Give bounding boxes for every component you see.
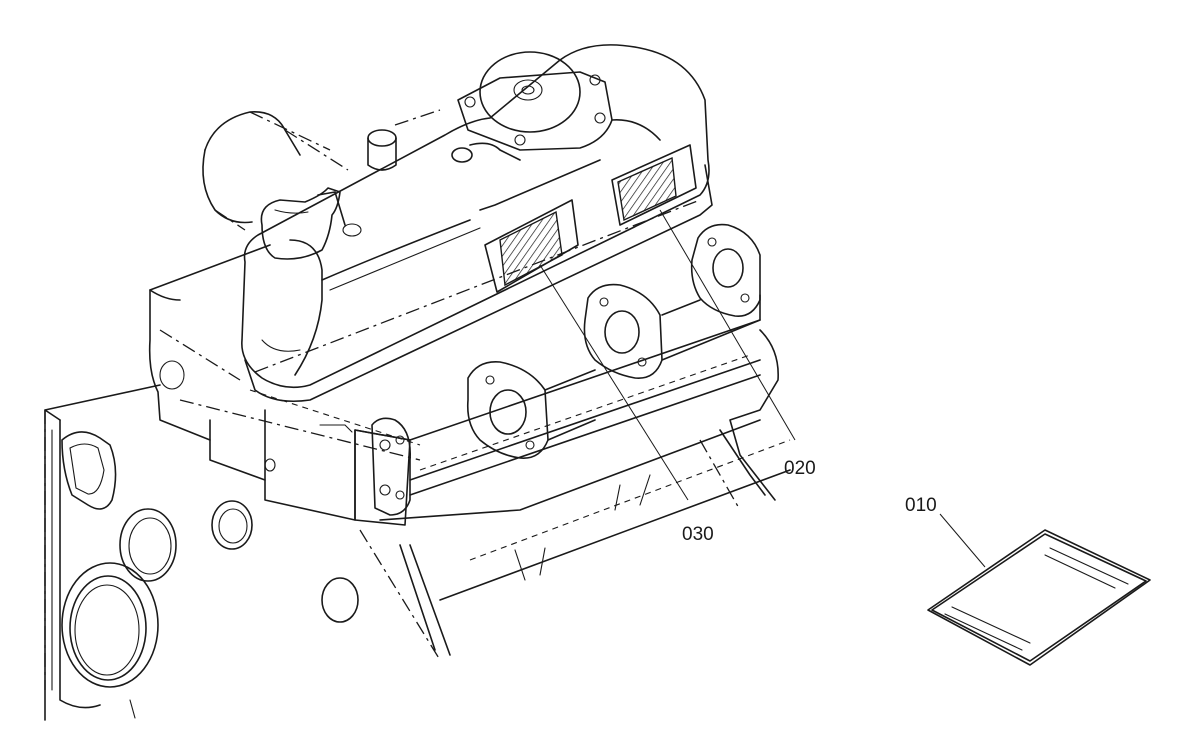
cylinder-head	[148, 244, 761, 526]
leader-020	[659, 209, 796, 441]
cylinder-bore-large	[61, 562, 159, 688]
callout-label-010: 010	[905, 495, 937, 516]
engine-block	[44, 329, 791, 721]
exhaust-port-flange-2	[544, 283, 663, 441]
cylinder-bore-small	[211, 500, 253, 550]
breather-housing	[451, 51, 661, 163]
breather-pipe	[202, 111, 349, 231]
callout-label-020: 020	[784, 458, 816, 479]
leader-010	[939, 513, 986, 568]
cylinder-bore-medium	[119, 508, 177, 582]
part-010-gasket-kit	[927, 529, 1151, 666]
cover-fitting	[367, 109, 441, 171]
head-bolt-boss	[371, 417, 412, 516]
exhaust-port-flange-3	[661, 223, 761, 361]
callout-leaders	[539, 209, 986, 568]
gasket-window-030	[484, 199, 579, 293]
valve-cover	[241, 44, 713, 403]
leader-030	[539, 264, 689, 501]
callout-label-030: 030	[682, 524, 714, 545]
oil-filler-cap	[260, 187, 362, 260]
gasket-window-020	[611, 144, 697, 226]
exhaust-port-flange-1	[466, 361, 549, 459]
